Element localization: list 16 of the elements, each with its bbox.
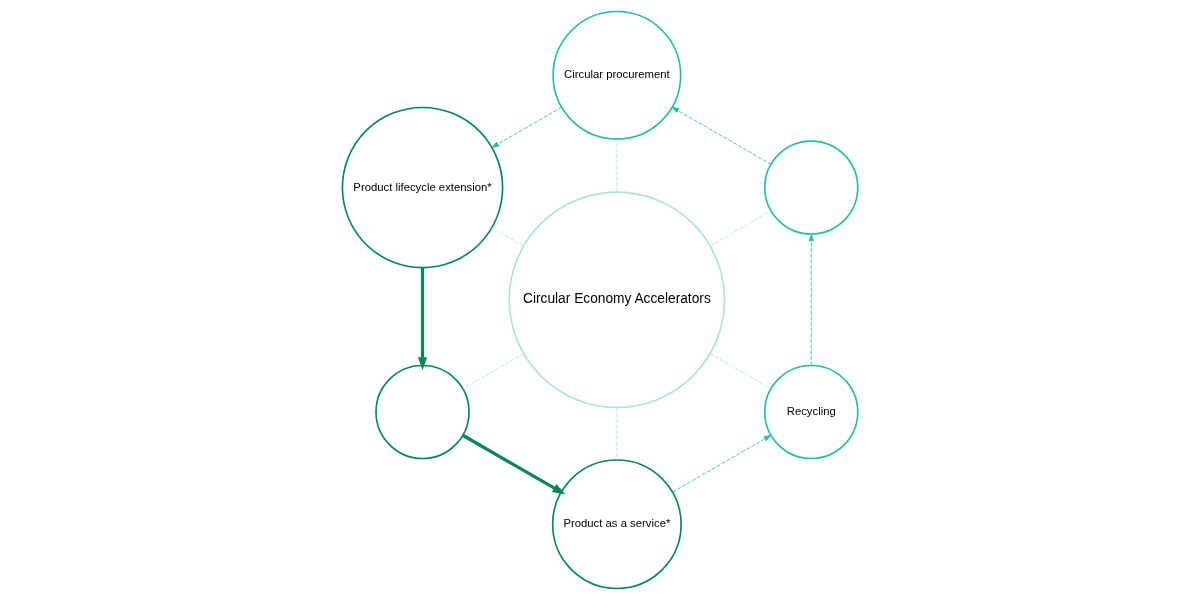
node-circle <box>763 140 859 235</box>
arrow <box>672 435 772 493</box>
arrow <box>808 234 814 366</box>
connector <box>491 227 525 247</box>
node-circle <box>375 364 470 460</box>
arrow <box>418 267 428 371</box>
node-circle: Product lifecycle extension* <box>341 106 504 269</box>
connector <box>462 353 525 390</box>
arrow <box>671 106 772 165</box>
arrow <box>461 433 566 495</box>
connector <box>709 210 772 247</box>
connector <box>616 138 618 193</box>
connector <box>709 353 772 390</box>
arrow <box>491 106 563 148</box>
connector <box>616 407 618 461</box>
node-circle: Circular Economy Accelerators <box>508 191 726 409</box>
